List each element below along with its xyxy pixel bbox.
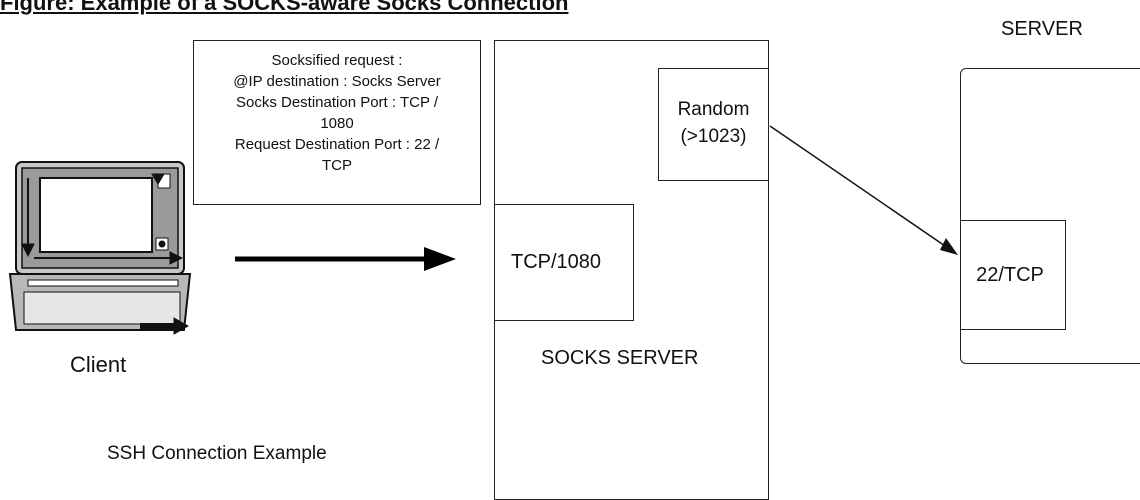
request-arrow [235,247,456,271]
forward-arrow [769,125,958,255]
laptop-icon [8,161,192,335]
socks-server-label: SOCKS SERVER [541,347,699,369]
random-port-range: (>1023) [680,126,747,147]
client-label: Client [70,352,127,377]
diagram-caption: SSH Connection Example [107,443,327,464]
socks-listen-port: TCP/1080 [494,204,634,321]
socks-request-box: Socksified request : @IP destination : S… [193,40,481,205]
server-port-label: 22/TCP [976,263,1044,286]
socks-listen-port-label: TCP/1080 [511,251,602,273]
server-label: SERVER [1001,18,1083,40]
request-line: TCP [322,157,352,174]
request-line: 1080 [320,115,354,132]
figure-title: Figure: Example of a SOCKS-aware Socks C… [0,0,569,15]
random-port-box: Random (>1023) [658,68,769,181]
request-line: Socksified request : [271,52,403,69]
request-line: Socks Destination Port : TCP / [235,94,439,111]
request-line: @IP destination : Socks Server [233,73,441,90]
server-port: 22/TCP [960,220,1066,330]
request-line: Request Destination Port : 22 / [234,136,440,153]
random-port-label: Random [677,99,750,120]
